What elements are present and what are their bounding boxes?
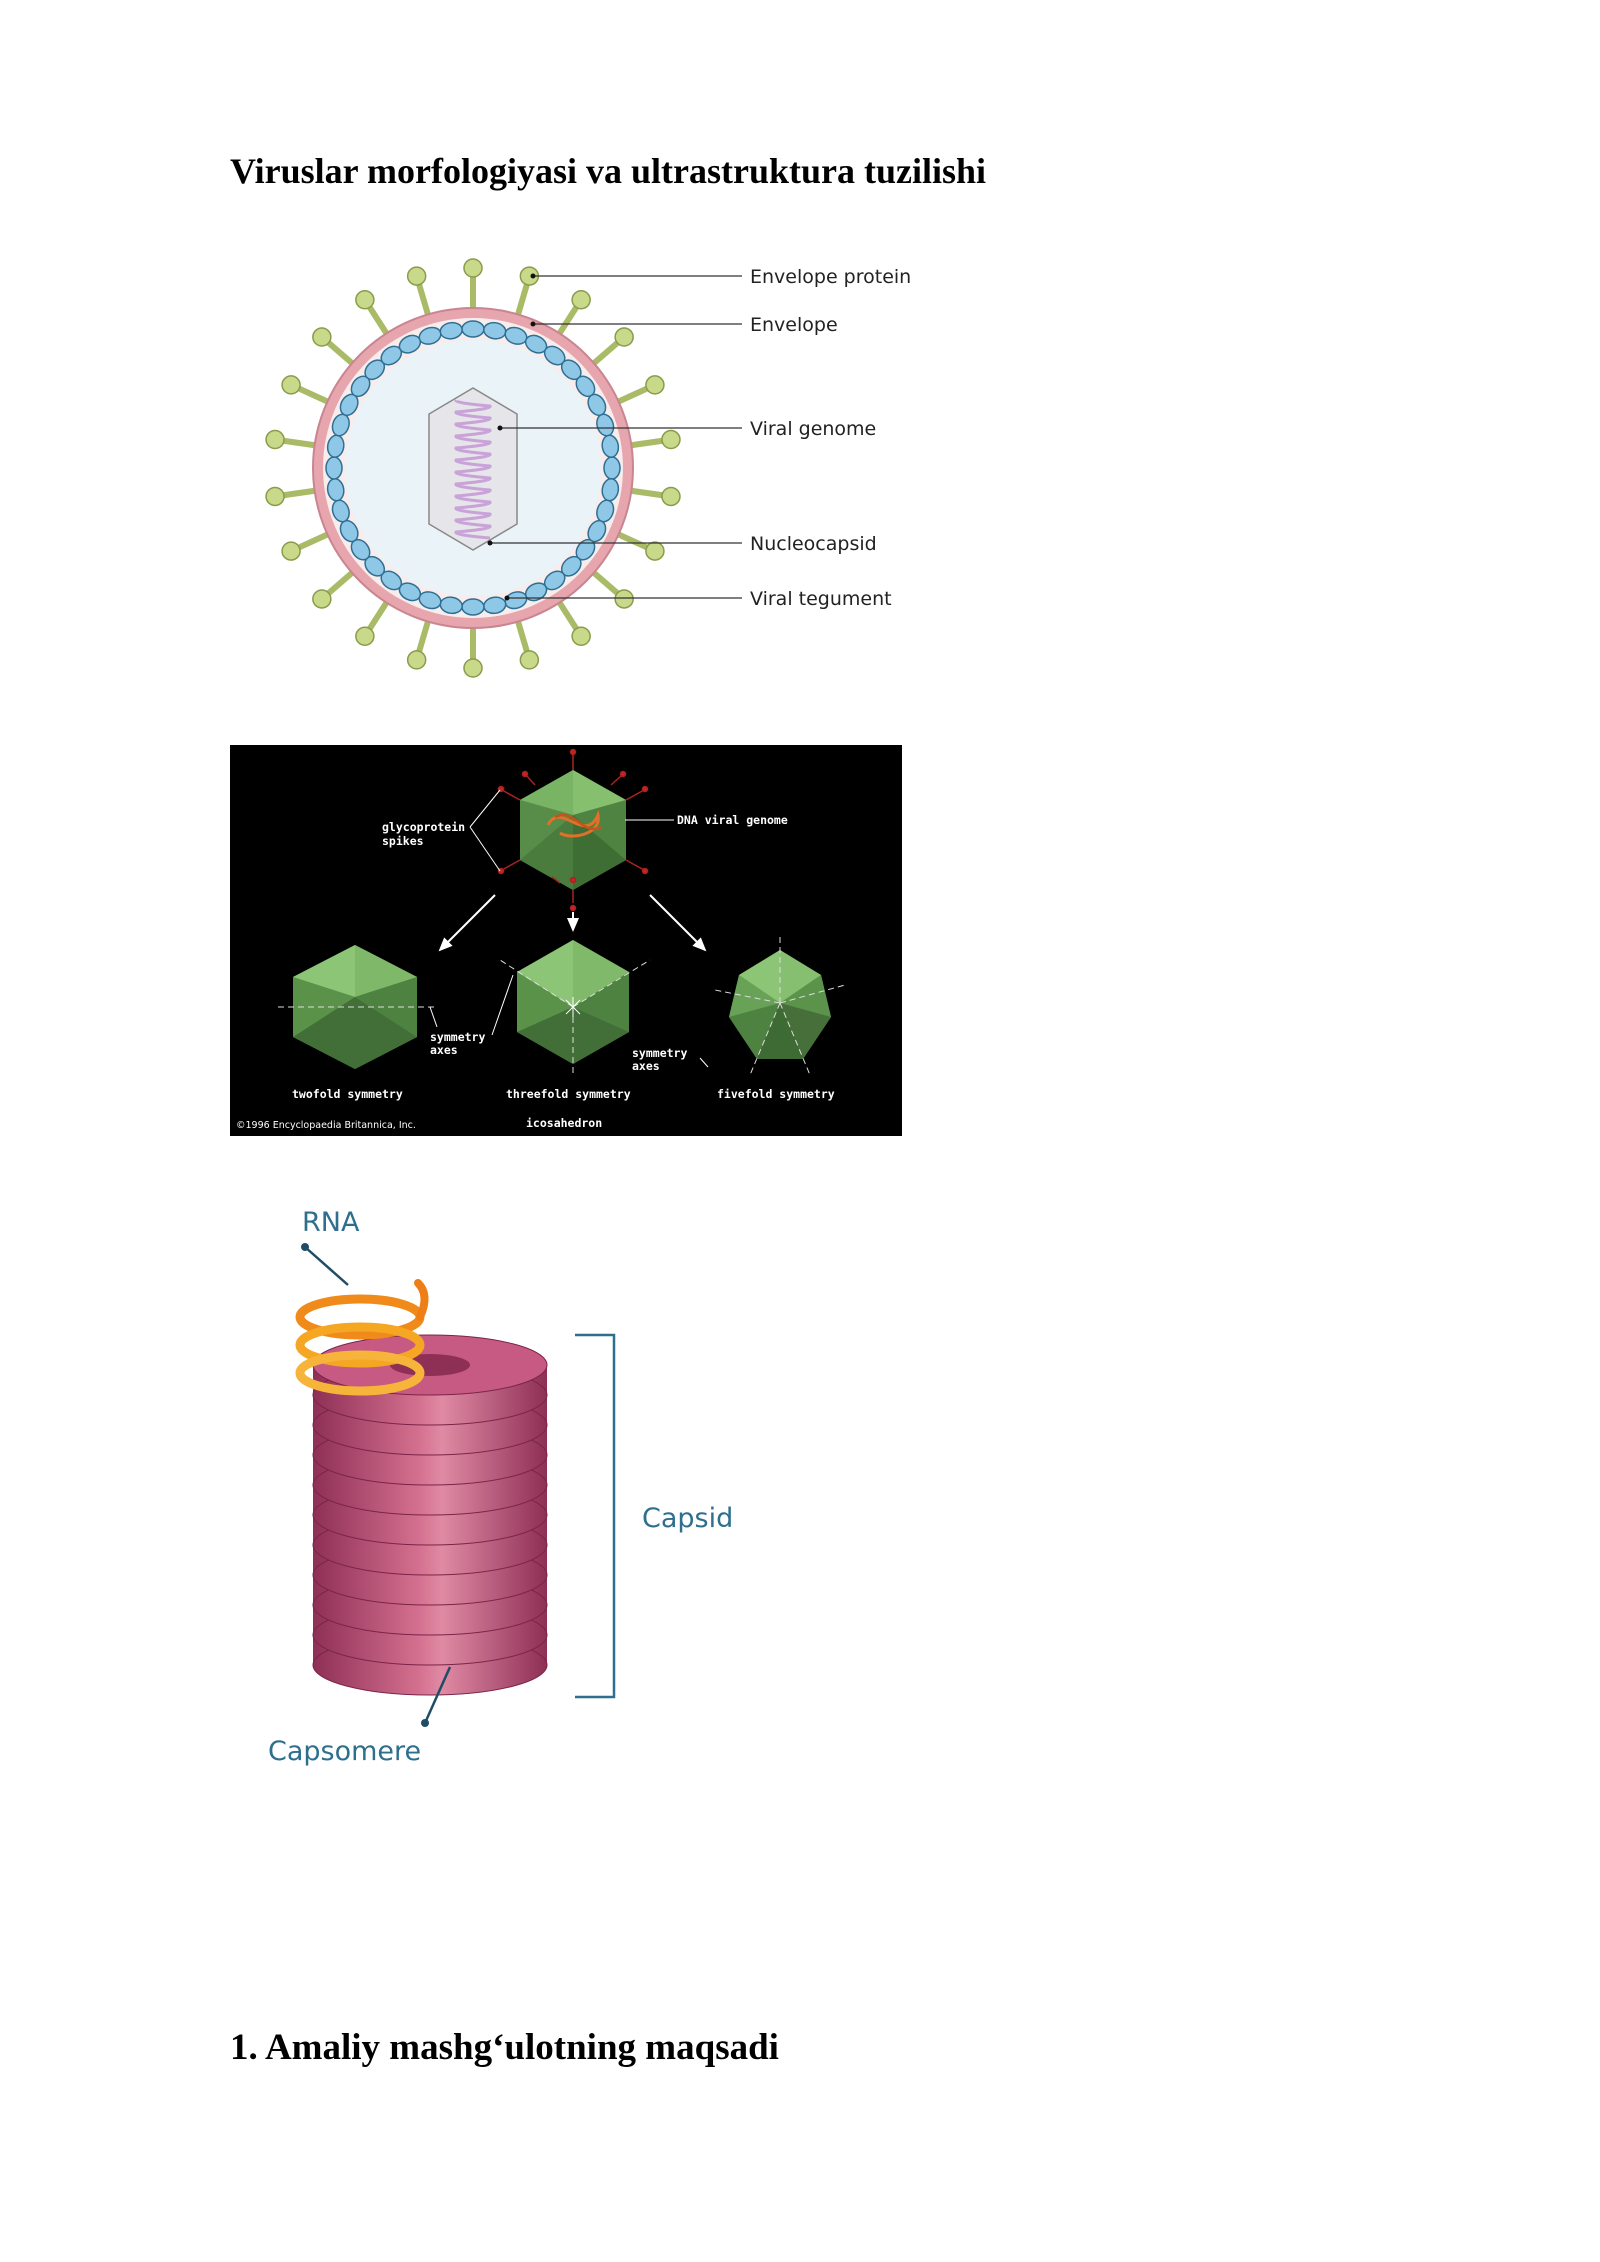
spike-head <box>312 327 332 347</box>
label-envelope: Envelope <box>750 314 838 336</box>
label-fivefold: fivefold symmetry <box>717 1087 835 1101</box>
spike-head <box>519 650 540 670</box>
spike-head <box>463 258 483 278</box>
label-icosahedron: icosahedron <box>526 1116 602 1130</box>
copyright-notice: ©1996 Encyclopaedia Britannica, Inc. <box>236 1120 416 1131</box>
label-viral-tegument: Viral tegument <box>750 588 892 610</box>
capsomer <box>601 434 620 458</box>
spike-head <box>661 429 681 450</box>
spike-head <box>571 289 591 310</box>
spike-stalk <box>414 279 432 318</box>
spike-head <box>571 626 591 647</box>
spike-stalk <box>514 618 532 657</box>
icosahedron-fivefold <box>714 935 846 1076</box>
spike-head <box>645 541 665 561</box>
label-capsid: Capsid <box>642 1503 733 1534</box>
label-threefold: threefold symmetry <box>506 1087 631 1101</box>
spike-head <box>645 375 665 395</box>
spike-stalk <box>628 487 668 499</box>
spike-head <box>406 650 427 670</box>
spike-head <box>661 486 681 507</box>
spike-stalk <box>278 487 318 499</box>
envelope-spikes <box>265 258 681 678</box>
spike-stalk <box>628 437 668 449</box>
spike-stalk <box>293 383 331 406</box>
capsomer <box>325 456 343 480</box>
spike-head <box>463 658 483 678</box>
spike-stalk <box>322 569 356 599</box>
spike-stalk <box>364 599 391 635</box>
icosahedron-threefold <box>499 940 651 1075</box>
capsomer <box>461 598 485 616</box>
spike-stalk <box>364 301 391 337</box>
label-symmetry-right: symmetry <box>632 1046 687 1060</box>
spike-head <box>281 541 301 561</box>
label-symmetry-left: symmetry <box>430 1030 485 1044</box>
page-title: Viruslar morfologiyasi va ultrastruktura… <box>230 151 986 191</box>
spike-stalk <box>278 437 318 449</box>
spike-head <box>265 429 285 450</box>
spike-head <box>406 266 427 286</box>
spike-stalk <box>615 383 653 406</box>
spike-head <box>355 626 375 647</box>
label-axes-left: axes <box>430 1043 458 1057</box>
spike-head <box>265 486 285 507</box>
enveloped-virus-diagram: Envelope protein Envelope Viral genome N… <box>265 258 911 678</box>
spike-stalk <box>414 618 432 657</box>
label-dna-viral-genome: DNA viral genome <box>677 813 788 827</box>
spike-stalk <box>590 569 624 599</box>
spike-head <box>281 375 301 395</box>
spike-stalk <box>555 599 582 635</box>
capsid-bracket <box>575 1333 616 1699</box>
spike-stalk <box>590 337 624 367</box>
icosahedron-symmetry-diagram: glycoprotein spikes DNA viral genome sym… <box>230 745 902 1136</box>
spike-head <box>614 589 634 609</box>
spike-stalk <box>615 530 653 553</box>
label-spikes: spikes <box>382 834 424 848</box>
spike-stalk <box>514 279 532 318</box>
label-leaders <box>490 275 742 599</box>
rna-helix <box>295 1279 429 1396</box>
icosahedron-top <box>497 748 649 912</box>
spike-head <box>355 289 375 310</box>
helical-capsid-diagram: RNA Capsid Capsomere <box>268 1207 733 1767</box>
nucleocapsid-capsomers <box>325 320 621 616</box>
label-leaders <box>304 1246 452 1724</box>
section-heading: 1. Amaliy mashg‘ulotning maqsadi <box>230 2027 779 2068</box>
capsomer <box>461 320 485 338</box>
label-envelope-protein: Envelope protein <box>750 266 911 288</box>
label-rna: RNA <box>302 1207 360 1238</box>
spike-stalk <box>555 301 582 337</box>
viral-genome-coil <box>454 398 492 540</box>
spike-stalk <box>293 530 331 553</box>
spike-head <box>312 589 332 609</box>
capsomer <box>603 456 621 480</box>
capsid-rings <box>312 1334 548 1696</box>
spike-stalk <box>322 337 356 367</box>
symmetry-arrows <box>438 894 707 952</box>
label-glycoprotein: glycoprotein <box>382 820 465 834</box>
label-capsomere: Capsomere <box>268 1736 421 1767</box>
label-viral-genome: Viral genome <box>750 418 876 440</box>
spike-head <box>614 327 634 347</box>
label-twofold: twofold symmetry <box>292 1087 403 1101</box>
label-nucleocapsid: Nucleocapsid <box>750 533 877 555</box>
icosahedron-twofold <box>278 945 435 1069</box>
label-axes-right: axes <box>632 1059 660 1073</box>
